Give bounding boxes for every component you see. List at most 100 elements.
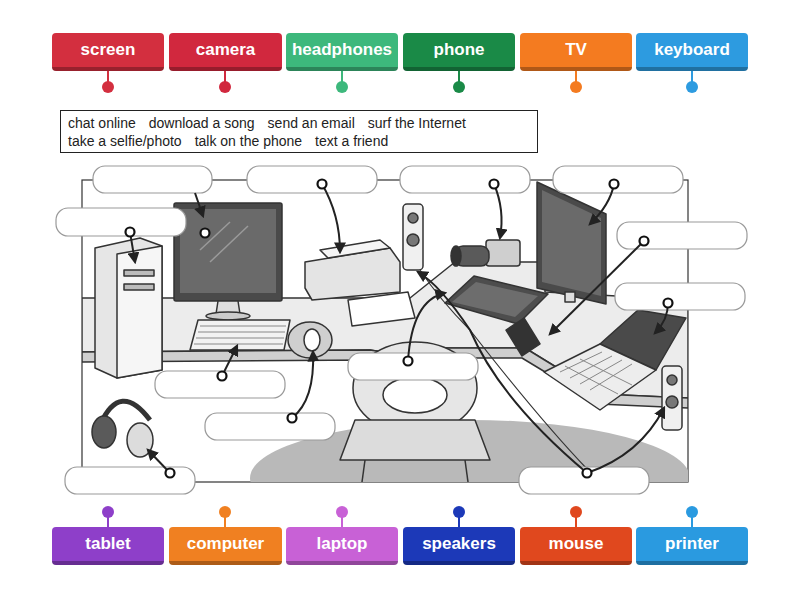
word-tag: computer <box>169 527 282 565</box>
leader-line <box>494 184 502 238</box>
drop-marker <box>201 229 210 238</box>
leader-lines <box>130 184 668 473</box>
answer-box <box>617 222 747 249</box>
pin-dot <box>219 81 231 93</box>
answer-box <box>519 467 649 494</box>
tag-label: speakers <box>422 534 496 554</box>
speaker-cone <box>408 213 418 223</box>
computer-tower <box>95 238 162 378</box>
drop-marker <box>218 372 227 381</box>
camera-body <box>486 240 520 266</box>
drop-marker <box>664 299 673 308</box>
printer-paper <box>348 292 415 326</box>
phrase: download a song <box>149 114 255 132</box>
answer-box <box>155 371 285 398</box>
tag-label: computer <box>187 534 264 554</box>
mouse-pad <box>288 322 332 358</box>
leader-line <box>292 352 313 418</box>
printer <box>305 248 400 300</box>
monitor-screen <box>180 209 276 293</box>
answer-box <box>247 166 377 193</box>
leader-line <box>587 408 664 473</box>
mouse <box>304 329 320 351</box>
answer-boxes <box>56 166 747 494</box>
phrase: chat online <box>68 114 136 132</box>
leader-line <box>590 184 614 224</box>
word-tag: keyboard <box>636 33 748 71</box>
chair-seat <box>340 420 490 460</box>
pin-dot <box>686 506 698 518</box>
pin-dot <box>453 506 465 518</box>
tag-label: camera <box>196 40 256 60</box>
pin-dot <box>570 506 582 518</box>
leader-line <box>418 272 587 473</box>
word-tag: mouse <box>520 527 632 565</box>
tower-front <box>117 246 162 378</box>
drop-marker <box>288 414 297 423</box>
speaker-cone <box>667 375 677 385</box>
laptop-keys <box>560 352 632 394</box>
laptop-base <box>544 344 656 410</box>
tv-stand <box>565 292 575 302</box>
phrase: send an email <box>268 114 355 132</box>
tag-label: keyboard <box>654 40 730 60</box>
printer-tray <box>320 240 390 258</box>
drop-marker <box>404 357 413 366</box>
word-tag: camera <box>169 33 282 71</box>
chair-seat-pad <box>383 377 447 413</box>
drop-marker <box>583 469 592 478</box>
speaker-cone <box>666 396 678 408</box>
word-tag: laptop <box>286 527 398 565</box>
pin-dot <box>453 81 465 93</box>
answer-box <box>348 353 478 380</box>
screen-glare <box>210 226 248 262</box>
leader-line <box>408 293 445 361</box>
phrase: take a selfie/photo <box>68 132 182 150</box>
tag-label: phone <box>434 40 485 60</box>
chair-leg <box>465 460 468 482</box>
drop-marker <box>318 180 327 189</box>
phrase: talk on the phone <box>195 132 302 150</box>
tablet-screen <box>452 282 538 317</box>
screen-glare <box>200 222 230 250</box>
answer-box <box>93 166 212 193</box>
answer-box <box>553 166 683 193</box>
tag-label: headphones <box>292 40 392 60</box>
drop-marker <box>640 237 649 246</box>
speaker-cone <box>407 234 419 246</box>
tag-label: screen <box>81 40 136 60</box>
speaker <box>403 204 423 270</box>
answer-box <box>615 283 745 310</box>
tag-label: mouse <box>549 534 604 554</box>
headphone-cup <box>92 416 116 448</box>
phrase-box: chat onlinedownload a songsend an emails… <box>60 110 538 153</box>
pin-dot <box>102 506 114 518</box>
tv <box>537 182 606 304</box>
answer-box <box>400 166 530 193</box>
monitor <box>174 203 282 301</box>
word-tag: speakers <box>403 527 515 565</box>
tag-label: TV <box>565 40 587 60</box>
drop-marker <box>166 469 175 478</box>
drop-marker <box>490 180 499 189</box>
tag-label: laptop <box>317 534 368 554</box>
monitor-base <box>206 312 250 320</box>
pin-dot <box>336 81 348 93</box>
drop-marker <box>610 180 619 189</box>
word-tag: phone <box>403 33 515 71</box>
word-tag: tablet <box>52 527 164 565</box>
keyboard-keys <box>194 326 286 344</box>
word-tag: headphones <box>286 33 398 71</box>
word-tag: screen <box>52 33 164 71</box>
tv-screen <box>542 190 601 296</box>
chair-leg <box>362 460 365 482</box>
leader-line <box>550 241 644 334</box>
phrase: text a friend <box>315 132 388 150</box>
drop-markers <box>126 180 673 478</box>
pin-dot <box>102 81 114 93</box>
speaker <box>662 366 682 430</box>
pin-dot <box>336 506 348 518</box>
tag-label: tablet <box>85 534 130 554</box>
keyboard <box>190 320 290 350</box>
tower-drive <box>124 284 154 290</box>
